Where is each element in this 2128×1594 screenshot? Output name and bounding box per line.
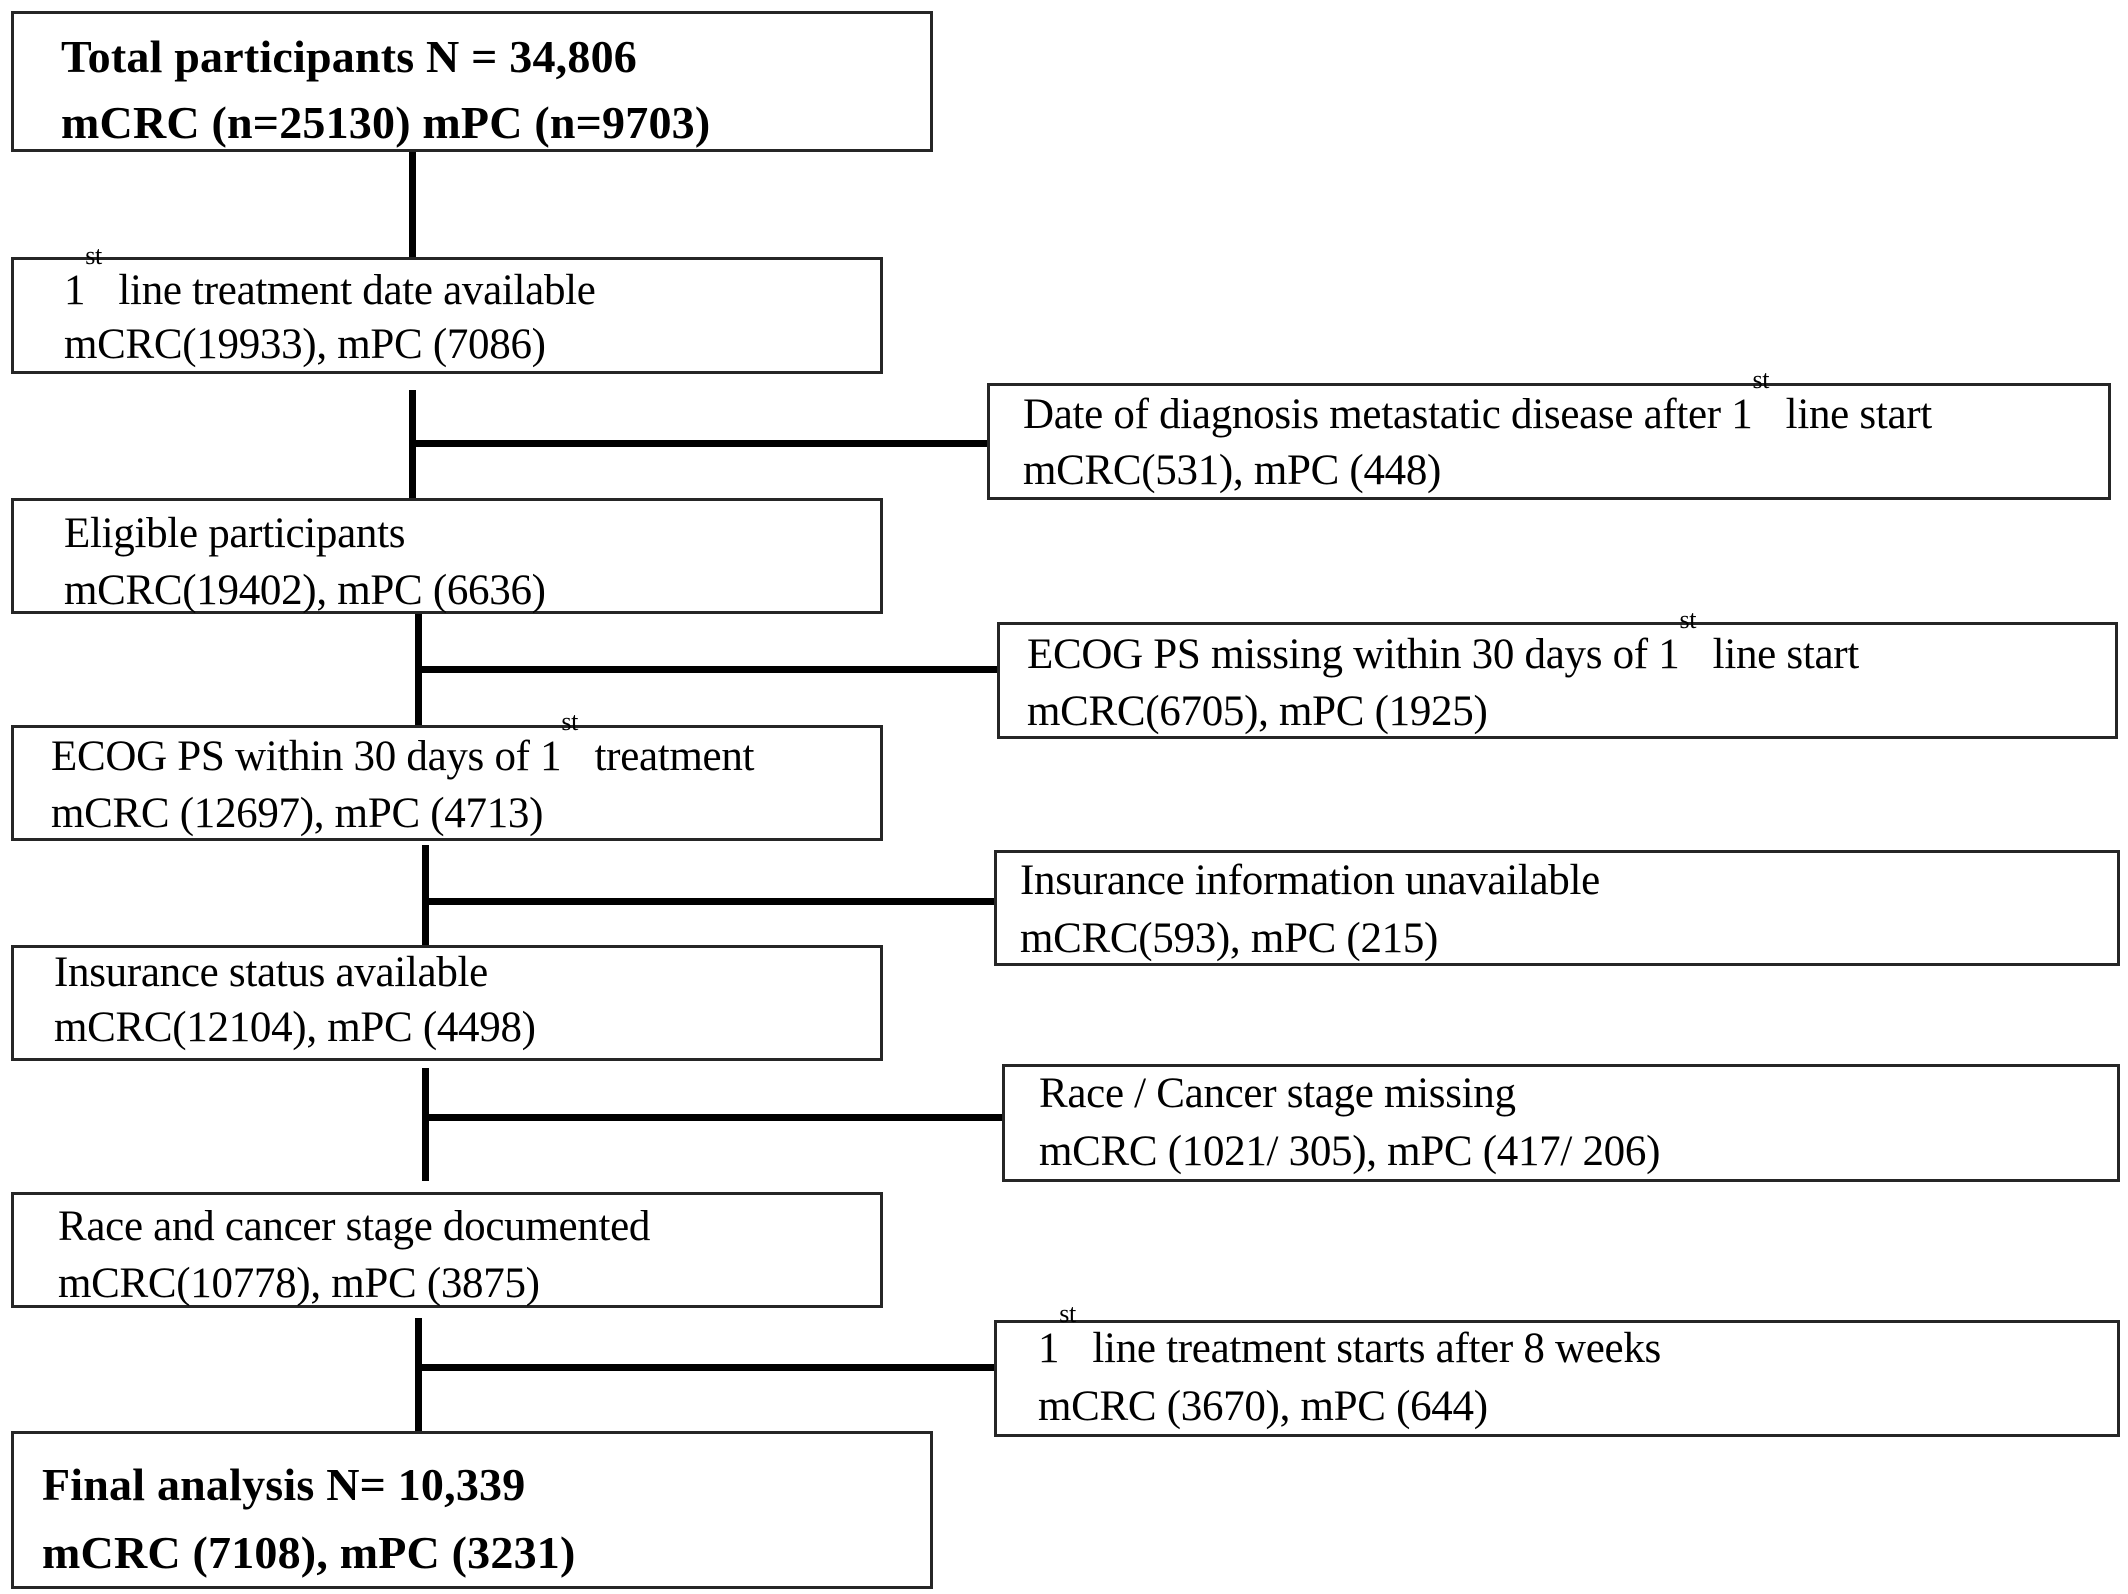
box-exclusion-insurance-unavailable: Insurance information unavailable mCRC(5…	[994, 850, 2120, 966]
ex-ecog-sup: st	[1679, 605, 1697, 634]
ex-ecog-rest: line start	[1702, 631, 1860, 678]
box-first-line-sup: st	[85, 241, 102, 270]
box-final-line1: Final analysis N= 10,339	[42, 1459, 526, 1510]
connector-first-line-to-eligible	[409, 390, 416, 498]
ex-diagnosis-pre: Date of diagnosis metastatic disease aft…	[1023, 391, 1753, 438]
box-first-line-treatment: 1st line treatment date available mCRC(1…	[11, 243, 883, 374]
branch-to-diagnosis-exclusion	[414, 440, 987, 447]
branch-to-race-exclusion	[427, 1114, 1002, 1121]
box-eligible-line2: mCRC(19402), mPC (6636)	[64, 567, 546, 614]
box-total-line1: Total participants N = 34,806	[61, 31, 637, 82]
box-total-line2: mCRC (n=25130) mPC (n=9703)	[61, 97, 711, 148]
ex-diagnosis-rest: line start	[1775, 391, 1933, 438]
box-insurance-status: Insurance status available mCRC(12104), …	[11, 945, 883, 1061]
connector-ecog-to-insurance	[422, 845, 429, 955]
box-exclusion-diagnosis-date: Date of diagnosis metastatic disease aft…	[987, 367, 2111, 500]
ex-insurance-line2: mCRC(593), mPC (215)	[1020, 915, 1439, 962]
box-exclusion-race-stage-missing: Race / Cancer stage missing mCRC (1021/ …	[1002, 1064, 2120, 1182]
connector-total-to-first-line	[409, 150, 416, 257]
box-eligible-line1: Eligible participants	[64, 510, 406, 557]
box-exclusion-ecog-missing: ECOG PS missing within 30 days of 1st li…	[997, 607, 2118, 739]
box-race-line2: mCRC(10778), mPC (3875)	[58, 1260, 540, 1307]
branch-to-weeks-exclusion	[420, 1364, 995, 1371]
box-total-participants: Total participants N = 34,806 mCRC (n=25…	[11, 11, 933, 152]
box-first-line-line2: mCRC(19933), mPC (7086)	[64, 321, 546, 368]
box-insurance-line2: mCRC(12104), mPC (4498)	[54, 1004, 536, 1051]
ex-weeks-rest: line treatment starts after 8 weeks	[1081, 1325, 1661, 1372]
box-race-line1: Race and cancer stage documented	[58, 1203, 651, 1250]
ex-weeks-line2: mCRC (3670), mPC (644)	[1038, 1383, 1488, 1430]
connector-eligible-to-ecog	[415, 614, 422, 725]
ex-diagnosis-line2: mCRC(531), mPC (448)	[1023, 447, 1442, 494]
box-ecog-sup: st	[561, 707, 579, 736]
ex-race-line2: mCRC (1021/ 305), mPC (417/ 206)	[1039, 1128, 1661, 1175]
box-eligible-participants: Eligible participants mCRC(19402), mPC (…	[11, 498, 883, 614]
ex-insurance-line1: Insurance information unavailable	[1020, 857, 1600, 904]
ex-weeks-ordinal: 1	[1038, 1325, 1060, 1372]
box-ecog-line2: mCRC (12697), mPC (4713)	[51, 790, 544, 837]
ex-weeks-line1: 1st line treatment starts after 8 weeks	[1038, 1301, 1661, 1378]
box-final-analysis: Final analysis N= 10,339 mCRC (7108), mP…	[11, 1431, 933, 1589]
ex-diagnosis-sup: st	[1752, 365, 1770, 394]
box-final-line2: mCRC (7108), mPC (3231)	[42, 1527, 576, 1578]
box-insurance-line1: Insurance status available	[54, 949, 488, 996]
connector-insurance-to-race	[422, 1068, 429, 1181]
box-exclusion-after-8-weeks: 1st line treatment starts after 8 weeks …	[994, 1301, 2120, 1437]
ex-diagnosis-line1: Date of diagnosis metastatic disease aft…	[1023, 367, 1933, 444]
box-first-line-ordinal: 1	[64, 267, 86, 314]
ex-ecog-line2: mCRC(6705), mPC (1925)	[1027, 688, 1488, 735]
ex-weeks-sup: st	[1059, 1299, 1076, 1328]
box-ecog-line1: ECOG PS within 30 days of 1st treatment	[51, 709, 755, 786]
box-ecog-pre: ECOG PS within 30 days of 1	[51, 733, 562, 780]
branch-to-insurance-exclusion	[427, 898, 995, 905]
ex-ecog-line1: ECOG PS missing within 30 days of 1st li…	[1027, 607, 1860, 684]
box-first-line-rest: line treatment date available	[107, 267, 596, 314]
ex-ecog-pre: ECOG PS missing within 30 days of 1	[1027, 631, 1680, 678]
box-first-line-line1: 1st line treatment date available	[64, 243, 596, 320]
box-ecog-rest: treatment	[584, 733, 755, 780]
box-ecog-ps: ECOG PS within 30 days of 1st treatment …	[11, 709, 883, 841]
ex-race-line1: Race / Cancer stage missing	[1039, 1070, 1516, 1117]
connector-race-to-final	[415, 1318, 422, 1431]
branch-to-ecog-exclusion	[420, 666, 997, 673]
box-race-cancer-stage: Race and cancer stage documented mCRC(10…	[11, 1192, 883, 1308]
